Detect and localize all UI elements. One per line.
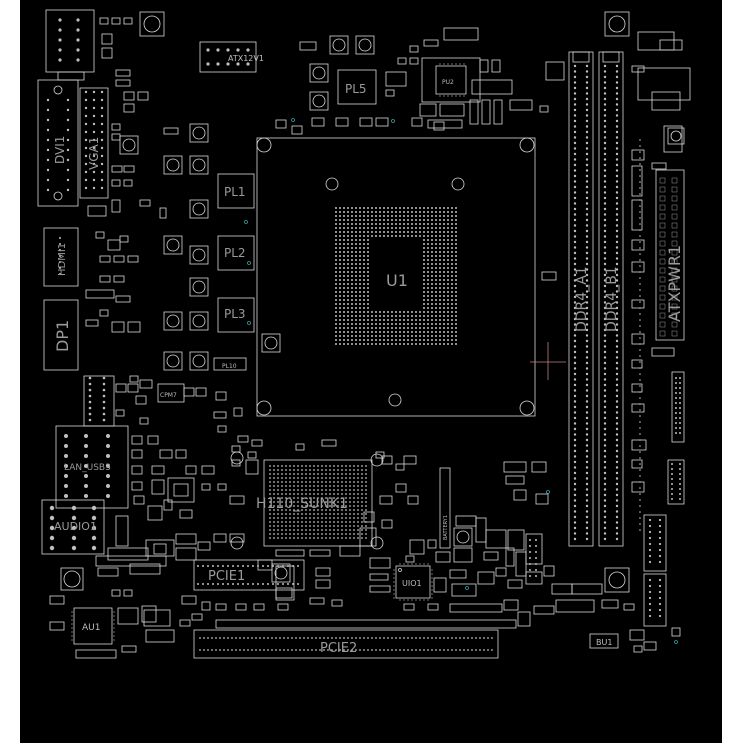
label-ddr4-b: DDR4_B1 xyxy=(604,266,620,332)
label-atx12v: ATX12V1 xyxy=(228,54,264,63)
atx-power-connector xyxy=(651,162,685,341)
passive-components-mid xyxy=(139,127,337,561)
cpu-socket xyxy=(256,137,536,417)
passive-components-bottom xyxy=(179,455,603,629)
pin-arrays xyxy=(46,18,681,651)
bios-chip xyxy=(589,633,619,649)
label-ddr4-a: DDR4_A1 xyxy=(574,266,590,332)
capacitors xyxy=(119,35,685,583)
super-io-chip xyxy=(395,565,431,599)
pch-chip xyxy=(230,451,385,550)
label-pl5: PL5 xyxy=(345,82,367,96)
label-dvi: DVI1 xyxy=(53,136,67,164)
sata-connector xyxy=(275,565,295,601)
inductor-pl3 xyxy=(217,297,255,333)
ps2-usb-connector xyxy=(45,9,95,81)
dp-connector xyxy=(43,299,79,371)
label-au: AU1 xyxy=(82,623,100,633)
label-uio: UIO1 xyxy=(402,579,422,588)
inductor-pl2 xyxy=(217,235,255,271)
pcb-board: ATX12V1 PL5 PL1 PL2 PL3 U1 DDR4_A1 DDR4_… xyxy=(20,0,722,743)
passive-components-right xyxy=(541,39,683,493)
label-cpu: U1 xyxy=(386,271,408,290)
label-vga: VGA1 xyxy=(87,137,101,170)
label-dp: DP1 xyxy=(53,320,72,352)
audio-codec-chip xyxy=(73,607,113,645)
label-pch: H110_SUNK1 xyxy=(256,496,348,512)
label-pl10: PL10 xyxy=(222,363,237,370)
label-pl3: PL3 xyxy=(224,307,246,321)
battery-holder xyxy=(439,467,451,549)
pcb-layout-diagram: ATX12V1 PL5 PL1 PL2 PL3 U1 DDR4_A1 DDR4_… xyxy=(37,9,691,659)
label-cpm: CPM7 xyxy=(160,392,177,399)
vias xyxy=(244,118,678,644)
passive-components-bottom-right xyxy=(601,599,657,653)
ddr4-slot-b xyxy=(598,51,624,547)
pcie-slot-1 xyxy=(193,559,305,591)
vga-connector xyxy=(79,87,109,199)
label-battery: BATTERY1 xyxy=(443,515,449,540)
inductor-pl10 xyxy=(213,357,247,371)
passive-components-left xyxy=(49,17,175,659)
crosshair-marker xyxy=(530,342,566,380)
label-pcie2: PCIE2 xyxy=(320,641,357,656)
mounting-holes xyxy=(60,11,630,593)
label-bu: BU1 xyxy=(596,638,612,647)
front-panel-headers xyxy=(637,31,691,637)
label-audio: AUDIO1 xyxy=(54,520,97,533)
audio-connector xyxy=(41,499,105,555)
atx12v-connector xyxy=(199,41,257,73)
hdmi-connector xyxy=(43,227,79,287)
label-atxpwr: ATXPWR1 xyxy=(665,245,684,322)
passive-components-top xyxy=(275,27,565,135)
label-hdmi: HDMI1 xyxy=(57,243,68,276)
inductor-pl1 xyxy=(217,173,255,209)
pcie-slot-2 xyxy=(193,629,499,659)
label-pl1: PL1 xyxy=(224,185,246,199)
label-lan-usb: LAN_USB3 xyxy=(64,463,111,473)
label-pu: PU2 xyxy=(442,79,454,86)
inductor-pl5 xyxy=(337,69,377,105)
label-pcie1: PCIE1 xyxy=(208,569,245,584)
ddr4-slot-a xyxy=(568,51,594,547)
labels: ATX12V1 PL5 PL1 PL2 PL3 U1 DDR4_A1 DDR4_… xyxy=(53,54,684,656)
label-pl2: PL2 xyxy=(224,246,246,260)
